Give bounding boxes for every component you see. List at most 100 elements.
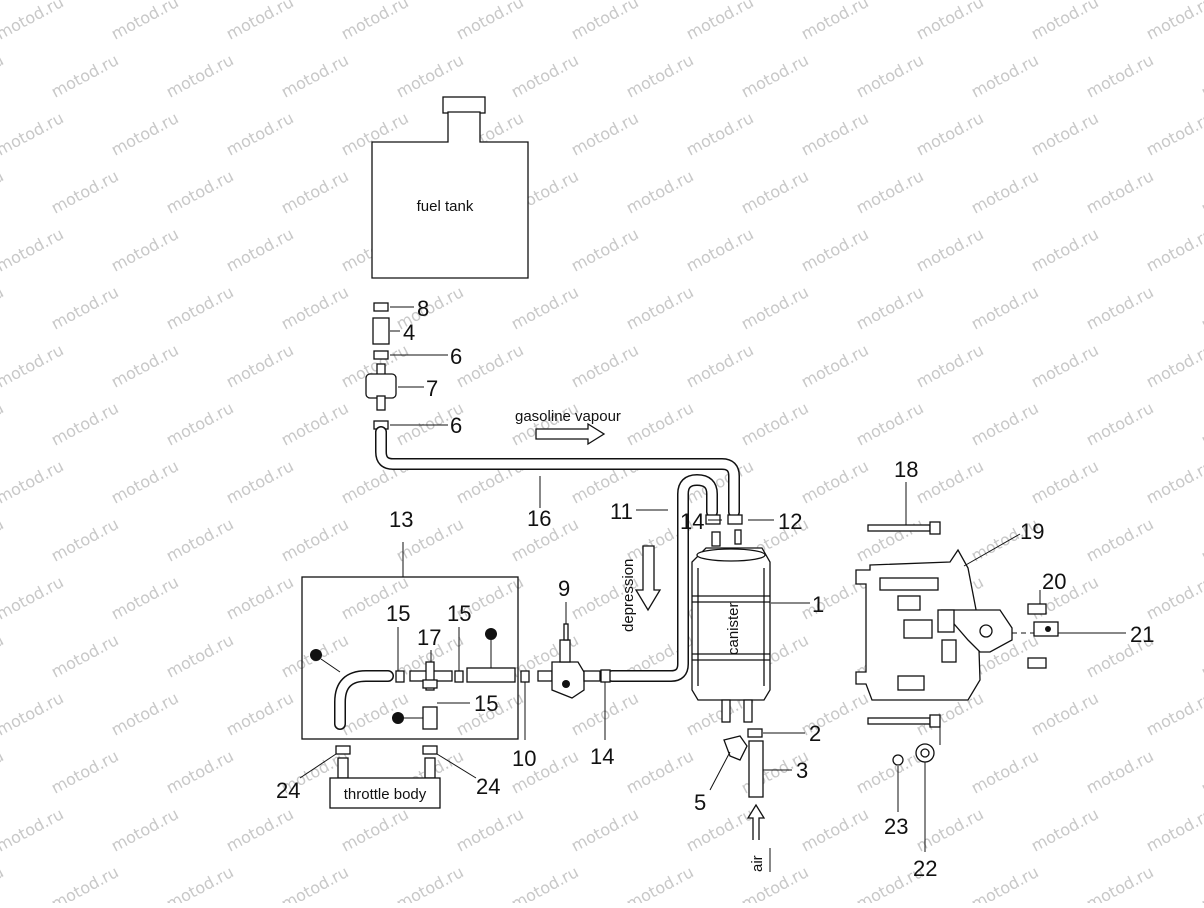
callout-21: 21 (1130, 622, 1154, 647)
watermark-text: motod.ru (108, 688, 182, 739)
watermark-text: motod.ru (453, 0, 527, 44)
watermark-text: motod.ru (508, 862, 582, 903)
watermark-text: motod.ru (0, 514, 7, 565)
watermark-text: motod.ru (1083, 746, 1157, 797)
watermark-text: motod.ru (163, 50, 237, 101)
watermark-text: motod.ru (568, 804, 642, 855)
watermark-text: motod.ru (0, 50, 7, 101)
watermark-text: motod.ru (738, 50, 812, 101)
callout-24-left: 24 (276, 778, 300, 803)
watermark-text: motod.ru (968, 282, 1042, 333)
fuel-tank: fuel tank (371, 96, 529, 279)
watermark-text: motod.ru (853, 50, 927, 101)
hose-11 (606, 474, 718, 682)
watermark-text: motod.ru (1083, 166, 1157, 217)
watermark-text: motod.ru (0, 340, 67, 391)
callout-7: 7 (426, 376, 438, 401)
watermark-text: motod.ru (1143, 456, 1204, 507)
watermark-text: motod.ru (798, 0, 872, 44)
watermark-text: motod.ru (0, 166, 7, 217)
watermark-text: motod.ru (1198, 514, 1204, 565)
watermark-text: motod.ru (568, 340, 642, 391)
clamp-2 (747, 728, 763, 738)
callout-12: 12 (778, 509, 802, 534)
watermark-text: motod.ru (278, 282, 352, 333)
watermark-text: motod.ru (0, 224, 67, 275)
watermark-text: motod.ru (0, 0, 67, 44)
watermark-text: motod.ru (508, 282, 582, 333)
throttle-body-label: throttle body (344, 786, 427, 803)
watermark-text: motod.ru (163, 398, 237, 449)
watermark-text: motod.ru (393, 50, 467, 101)
watermark-text: motod.ru (623, 862, 697, 903)
watermark-text: motod.ru (798, 340, 872, 391)
watermark-text: motod.ru (738, 398, 812, 449)
watermark-text: motod.ru (1028, 0, 1102, 44)
watermark-text: motod.ru (913, 456, 987, 507)
watermark-text: motod.ru (1028, 688, 1102, 739)
watermark-text: motod.ru (163, 630, 237, 681)
watermark-text: motod.ru (223, 108, 297, 159)
watermark-text: motod.ru (508, 50, 582, 101)
watermark-text: motod.ru (223, 572, 297, 623)
part-6-upper (373, 350, 389, 360)
watermark-text: motod.ru (278, 50, 352, 101)
canister: canister (691, 529, 771, 723)
watermark-text: motod.ru (223, 688, 297, 739)
watermark-text: motod.ru (223, 0, 297, 44)
canister-label: canister (725, 602, 742, 655)
fuel-tank-label: fuel tank (417, 198, 474, 215)
watermark-text: motod.ru (48, 398, 122, 449)
watermark-text: motod.ru (0, 746, 7, 797)
watermark-text: motod.ru (453, 340, 527, 391)
watermark-text: motod.ru (568, 224, 642, 275)
watermark-text: motod.ru (968, 50, 1042, 101)
watermark-text: motod.ru (48, 746, 122, 797)
watermark-text: motod.ru (1083, 398, 1157, 449)
watermark-text: motod.ru (163, 166, 237, 217)
watermark-text: motod.ru (48, 50, 122, 101)
callout-3: 3 (796, 758, 808, 783)
watermark-text: motod.ru (683, 108, 757, 159)
watermark-text: motod.ru (0, 630, 7, 681)
watermark-text: motod.ru (108, 572, 182, 623)
callout-10: 10 (512, 746, 536, 771)
throttle-body: throttle body (329, 745, 441, 809)
watermark-text: motod.ru (338, 804, 412, 855)
watermark-text: motod.ru (1198, 630, 1204, 681)
watermark-text: motod.ru (1143, 340, 1204, 391)
watermark-text: motod.ru (48, 282, 122, 333)
watermark-text: motod.ru (623, 50, 697, 101)
watermark-text: motod.ru (453, 804, 527, 855)
watermark-text: motod.ru (278, 514, 352, 565)
t-connector-17 (409, 661, 453, 691)
assembly-13 (301, 576, 530, 740)
watermark-text: motod.ru (568, 0, 642, 44)
callout-8: 8 (417, 296, 429, 321)
callout-15-left: 15 (386, 601, 410, 626)
callout-1: 1 (812, 592, 824, 617)
watermark-text: motod.ru (0, 572, 67, 623)
watermark-text: motod.ru (623, 746, 697, 797)
watermark-text: motod.ru (48, 514, 122, 565)
vapour-flow-arrow: gasoline vapour (515, 408, 621, 446)
watermark-text: motod.ru (108, 340, 182, 391)
callout-16: 16 (527, 506, 551, 531)
callout-11: 11 (610, 499, 633, 524)
watermark-text: motod.ru (1083, 862, 1157, 903)
watermark-text: motod.ru (393, 862, 467, 903)
callout-9: 9 (558, 576, 570, 601)
watermark-text: motod.ru (0, 804, 67, 855)
watermark-text: motod.ru (913, 108, 987, 159)
watermark-text: motod.ru (163, 746, 237, 797)
watermark-text: motod.ru (108, 456, 182, 507)
watermark-text: motod.ru (623, 166, 697, 217)
watermark-text: motod.ru (1198, 862, 1204, 903)
watermark-text: motod.ru (48, 166, 122, 217)
watermark-text: motod.ru (108, 108, 182, 159)
depression-label: depression (620, 559, 637, 632)
air-label: air (749, 855, 766, 872)
watermark-text: motod.ru (853, 166, 927, 217)
